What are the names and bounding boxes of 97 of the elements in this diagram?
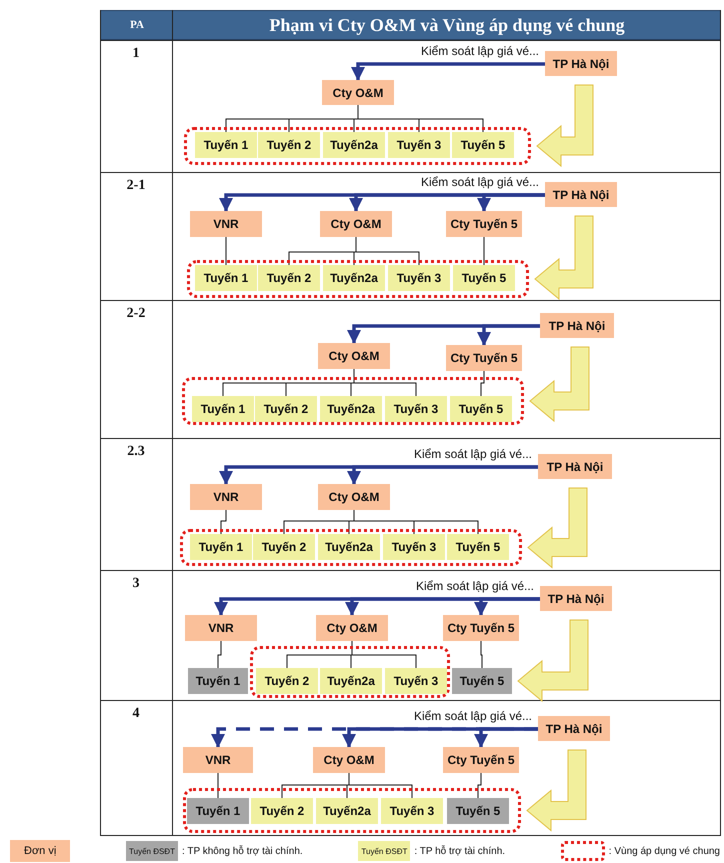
dotted-region (180, 529, 522, 566)
unit-box: Tuyến2a (318, 534, 380, 560)
unit-box: Tuyến 1 (195, 132, 257, 158)
edge-label: Kiểm soát lập giá vé... (418, 174, 541, 188)
unit-box: Tuyến 1 (195, 265, 257, 291)
unit-box: Cty O&M (313, 747, 385, 773)
block-arrow (536, 84, 594, 168)
connector-line (358, 104, 484, 132)
arrow (347, 465, 538, 485)
option-number: 2.3 (126, 444, 146, 460)
edge-label: Kiểm soát lập giá vé... (414, 578, 536, 592)
unit-box: Tuyến 3 (385, 668, 447, 694)
unit-box: Tuyến 5 (452, 132, 514, 158)
column-header: PA (129, 18, 145, 33)
unit-box: TP Hà Nội (538, 716, 610, 741)
unit-box: VNR (190, 484, 262, 510)
unit-box: Tuyến2a (323, 132, 385, 158)
legend-text: Đơn vị (24, 845, 56, 857)
unit-box: TP Hà Nội (545, 182, 617, 207)
unit-box: Cty O&M (320, 211, 392, 237)
arrow (474, 727, 538, 748)
unit-box: Tuyến 1 (188, 668, 248, 694)
connector-line (354, 510, 478, 534)
unit-box: Cty Tuyến 5 (446, 345, 522, 371)
option-number: 1 (132, 46, 140, 62)
block-arrow (529, 346, 590, 422)
dotted-region (187, 260, 529, 298)
unit-box: Cty Tuyến 5 (443, 615, 519, 641)
unit-box: Cty Tuyến 5 (446, 211, 522, 237)
arrow (474, 597, 540, 616)
unit-box: TP Hà Nội (540, 586, 612, 611)
unit-box: Tuyến 2 (253, 534, 315, 560)
unit-box: VNR (190, 211, 262, 237)
connector-line (218, 640, 222, 668)
unit-box: TP Hà Nội (545, 51, 617, 76)
unit-box: TP Hà Nội (540, 313, 614, 338)
title: Phạm vi Cty O&M và Vùng áp dụng vé chung (268, 14, 626, 37)
unit-box: Tuyến 2 (251, 798, 313, 824)
edge-label: Kiểm soát lập giá vé... (412, 446, 534, 460)
block-arrow (534, 216, 594, 300)
unit-box: Tuyến 5 (452, 668, 512, 694)
unit-box: Tuyến 5 (450, 396, 512, 422)
unit-box: Tuyến 2 (258, 265, 320, 291)
unit-box: Tuyến 3 (385, 396, 447, 422)
connector-line (348, 772, 412, 798)
legend-text: : TP hỗ trợ tài chính. (414, 846, 506, 856)
unit-box: Tuyến2a (320, 396, 382, 422)
option-number: 4 (132, 706, 140, 722)
unit-box: Cty O&M (316, 615, 388, 641)
unit-box: Tuyến 2 (256, 668, 318, 694)
swatch-label: Tuyến ĐSĐT (361, 846, 408, 856)
legend-text: : Vùng áp dụng vé chung (608, 846, 720, 856)
option-number: 2-2 (126, 306, 146, 322)
unit-box: Tuyến2a (316, 798, 378, 824)
connector-line (480, 370, 484, 396)
arrow (477, 324, 540, 346)
block-arrow (517, 620, 588, 702)
unit-box: VNR (183, 747, 253, 773)
unit-box: Tuyến 3 (383, 534, 445, 560)
arrow (477, 193, 545, 212)
unit-box: Tuyến 3 (388, 265, 450, 291)
unit-box: Tuyến 1 (190, 534, 252, 560)
unit-box: Cty O&M (322, 80, 394, 105)
dotted-region (250, 646, 450, 698)
legend-text: : TP không hỗ trợ tài chính. (182, 846, 303, 856)
dotted-region (183, 788, 521, 833)
option-number: 2-1 (126, 178, 146, 194)
swatch-label: Tuyến ĐSĐT (129, 846, 175, 856)
unit-box: Cty O&M (318, 484, 390, 510)
connector-line (220, 510, 226, 534)
unit-box: Tuyến 5 (447, 798, 509, 824)
unit-box: Tuyến 5 (447, 534, 509, 560)
connector-line (478, 772, 482, 798)
unit-box: TP Hà Nội (538, 454, 612, 479)
dotted-region (182, 377, 524, 425)
edge-label: Kiểm soát lập giá vé... (418, 44, 541, 58)
edge-label: Kiểm soát lập giá vé... (412, 708, 534, 722)
unit-box: VNR (185, 615, 257, 641)
unit-box: Tuyến 3 (381, 798, 443, 824)
option-number: 3 (132, 576, 140, 592)
unit-box: Cty Tuyến 5 (443, 747, 519, 773)
unit-box: Cty O&M (318, 343, 390, 369)
dotted-region (184, 127, 531, 165)
connector-line (354, 368, 416, 396)
connector-line (480, 640, 482, 668)
unit-box: Tuyến 3 (388, 132, 450, 158)
block-arrow (526, 750, 586, 832)
unit-box: Tuyến2a (320, 668, 382, 694)
unit-box: Tuyến 1 (187, 798, 249, 824)
unit-box: Tuyến 1 (192, 396, 254, 422)
unit-box: Tuyến 5 (453, 265, 515, 291)
unit-box: Tuyến2a (323, 265, 385, 291)
arrow (351, 62, 545, 81)
unit-box: Tuyến 2 (255, 396, 317, 422)
connector-line (356, 236, 420, 266)
block-arrow (527, 488, 588, 569)
unit-box: Tuyến 2 (258, 132, 320, 158)
